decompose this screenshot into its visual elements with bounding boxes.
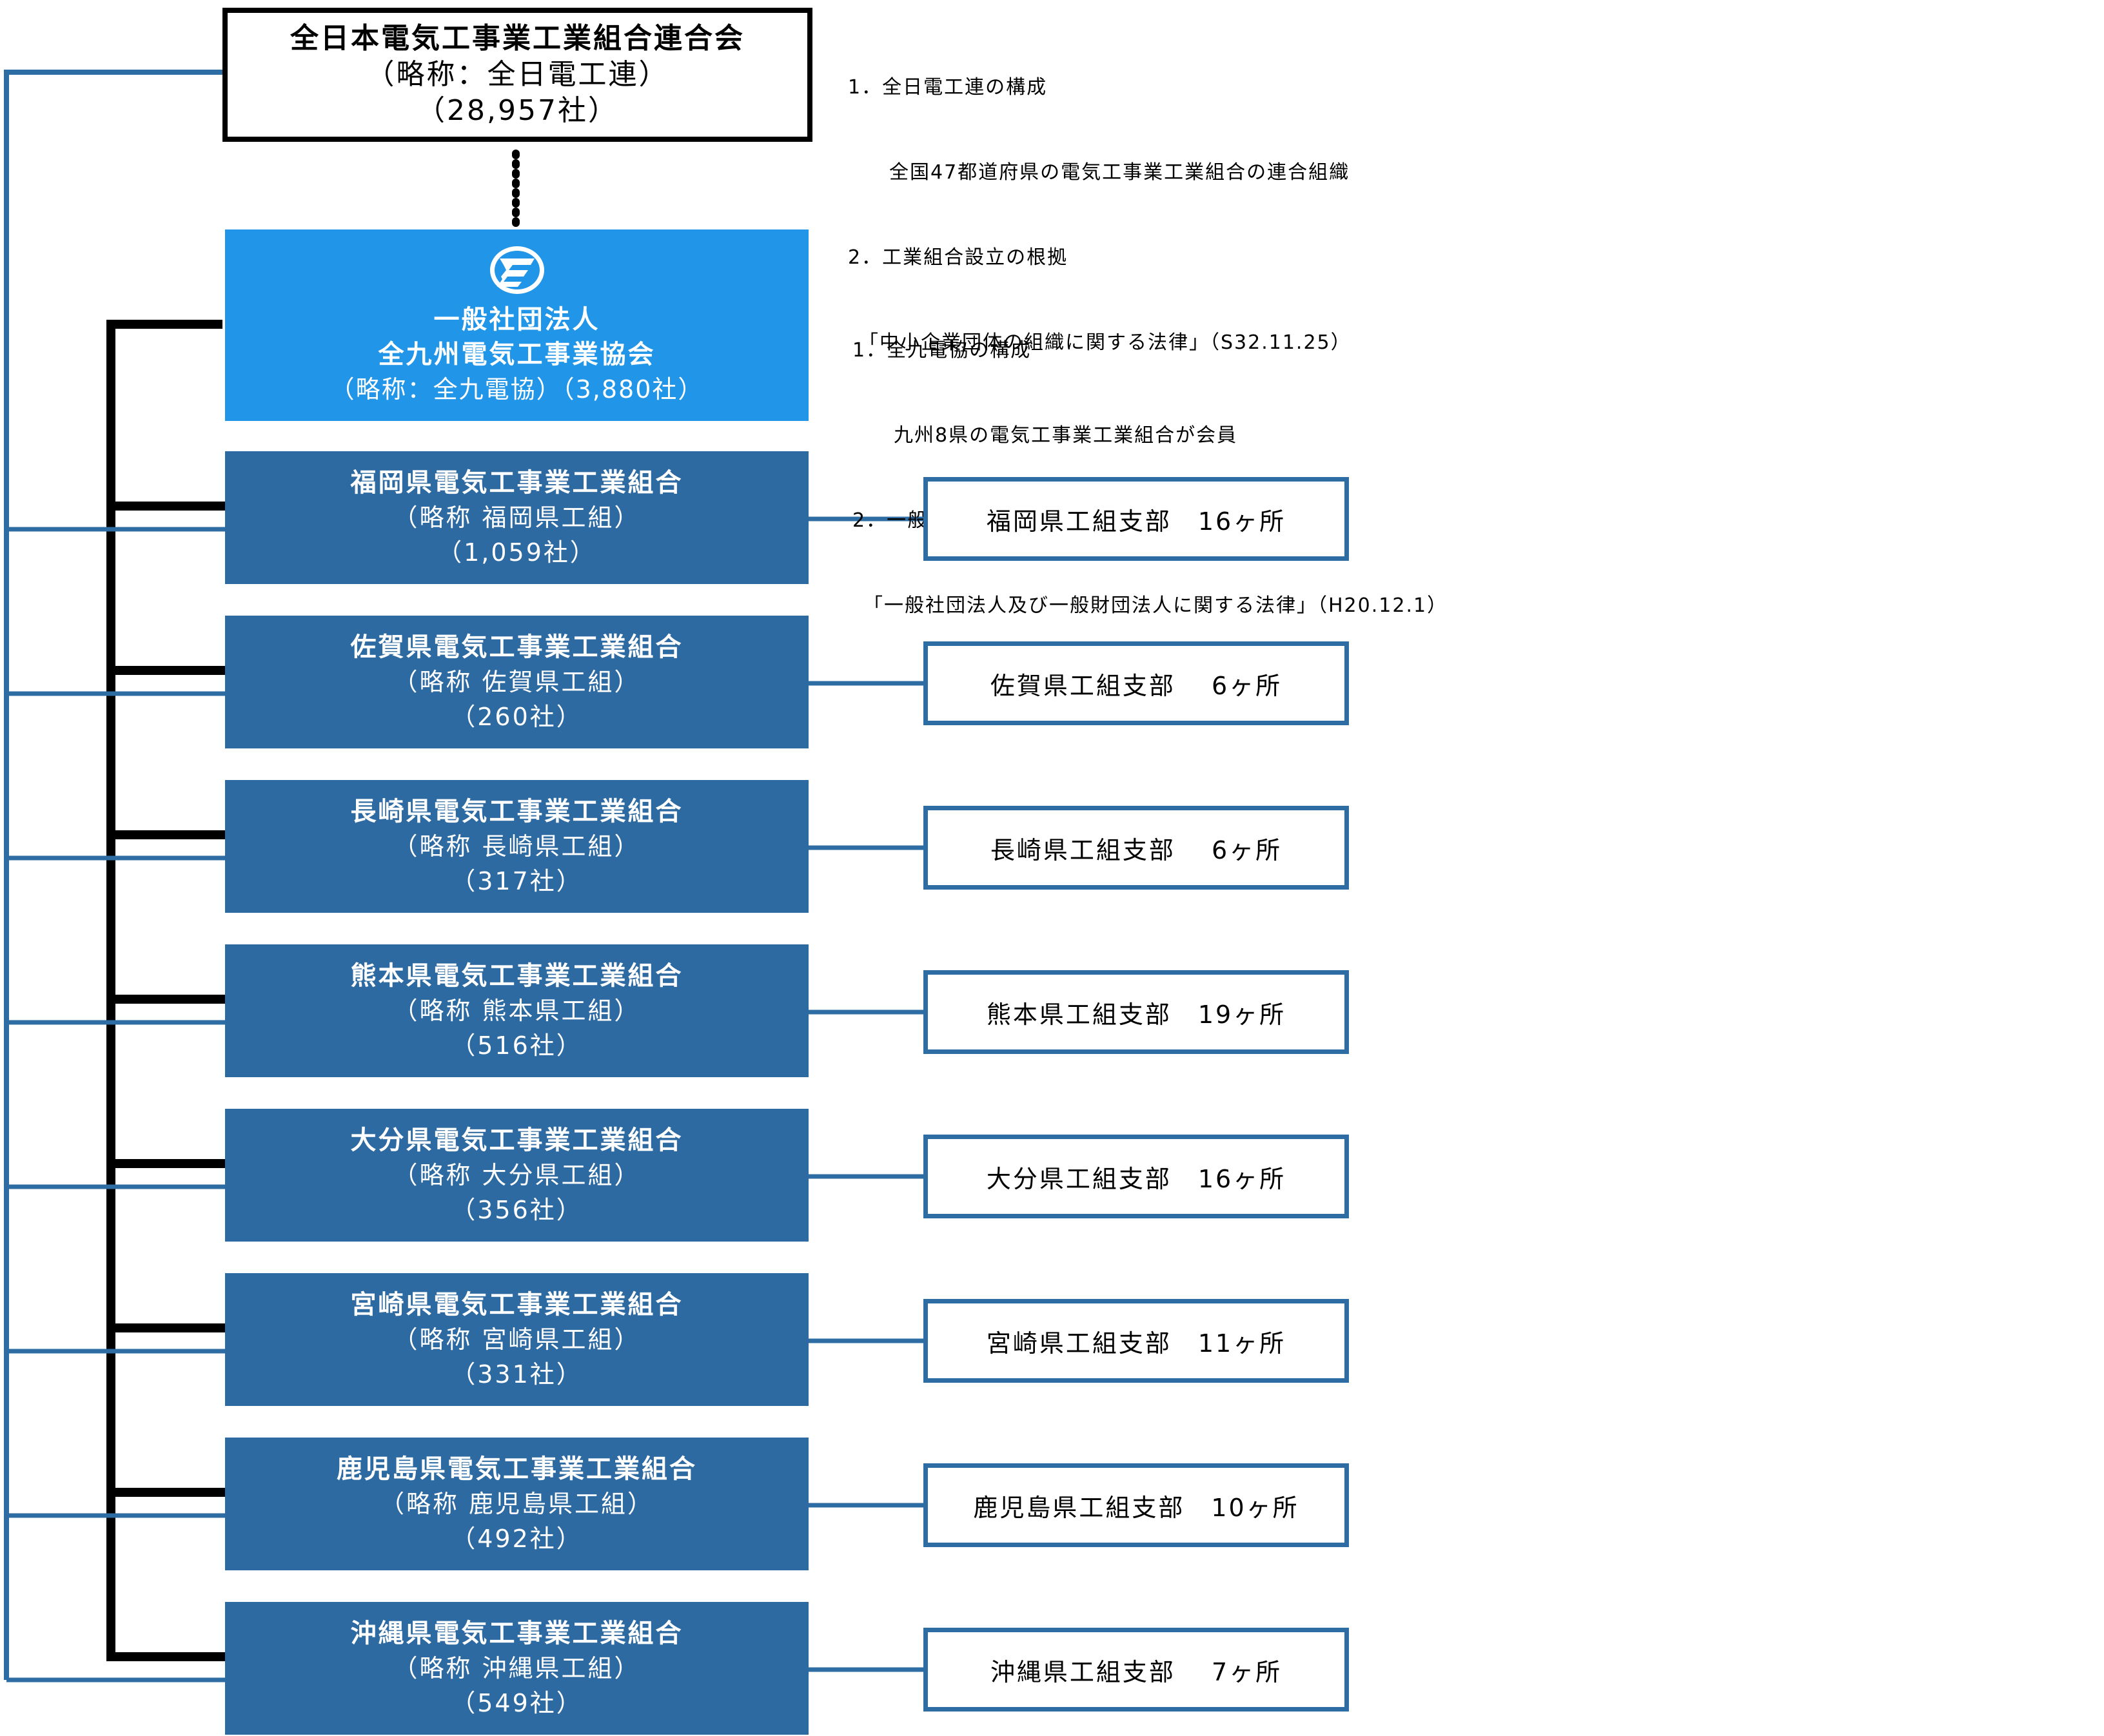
federation-note-line: 全国47都道府県の電気工事業工業組合の連合組織 [848,161,1350,184]
prefecture-box: 佐賀県電気工事業工業組合 （略称 佐賀県工組） （260社） [225,616,809,748]
branch-label: 沖縄県工組支部 7ヶ所 [990,1657,1283,1686]
prefecture-abbr: （略称 熊本県工組） [393,997,641,1025]
prefecture-count: （356社） [451,1196,583,1224]
prefecture-count: （260社） [451,703,583,731]
federation-box: 全日本電気工事業工業組合連合会 （略称：全日電工連） （28,957社） [222,8,812,142]
branch-box: 宮崎県工組支部 11ヶ所 [923,1299,1349,1383]
zenkyuden-logo-icon [488,244,546,298]
branch-label: 福岡県工組支部 16ヶ所 [986,507,1286,536]
prefecture-box: 福岡県電気工事業工業組合 （略称 福岡県工組） （1,059社） [225,451,809,584]
prefecture-name: 長崎県電気工事業工業組合 [350,797,683,826]
prefecture-box: 長崎県電気工事業工業組合 （略称 長崎県工組） （317社） [225,780,809,913]
prefecture-count: （492社） [451,1525,583,1553]
branch-box: 沖縄県工組支部 7ヶ所 [923,1628,1349,1712]
prefecture-box: 沖縄県電気工事業工業組合 （略称 沖縄県工組） （549社） [225,1602,809,1735]
prefecture-box: 宮崎県電気工事業工業組合 （略称 宮崎県工組） （331社） [225,1273,809,1406]
branch-label: 鹿児島県工組支部 10ヶ所 [973,1493,1299,1522]
prefecture-count: （516社） [451,1031,583,1060]
federation-count: （28,957社） [417,94,618,127]
branch-label: 佐賀県工組支部 6ヶ所 [990,671,1283,700]
branch-label: 宮崎県工組支部 11ヶ所 [986,1329,1286,1358]
prefecture-box: 大分県電気工事業工業組合 （略称 大分県工組） （356社） [225,1109,809,1242]
prefecture-name: 佐賀県電気工事業工業組合 [350,632,683,662]
prefecture-box: 熊本県電気工事業工業組合 （略称 熊本県工組） （516社） [225,944,809,1077]
branch-box: 長崎県工組支部 6ヶ所 [923,806,1349,890]
prefecture-name: 宮崎県電気工事業工業組合 [350,1290,683,1320]
prefecture-name: 福岡県電気工事業工業組合 [350,468,683,498]
branch-box: 大分県工組支部 16ヶ所 [923,1135,1349,1218]
federation-name: 全日本電気工事業工業組合連合会 [290,22,745,55]
kyushu-association-box: 一般社団法人 全九州電気工事業協会 （略称：全九電協）（3,880社） [225,229,809,421]
branch-box: 鹿児島県工組支部 10ヶ所 [923,1463,1349,1547]
federation-note-line: 「中小企業団体の組織に関する法律」（S32.11.25） [848,331,1352,354]
prefecture-abbr: （略称 福岡県工組） [393,503,641,532]
federation-note-line: 2．工業組合設立の根拠 [848,246,1068,269]
branch-label: 熊本県工組支部 19ヶ所 [986,1000,1286,1029]
kyushu-note-line: 「一般社団法人及び一般財団法人に関する法律」（H20.12.1） [852,594,1448,617]
prefecture-abbr: （略称 佐賀県工組） [393,668,641,696]
prefecture-count: （331社） [451,1360,583,1389]
prefecture-abbr: （略称 沖縄県工組） [393,1654,641,1682]
branch-box: 熊本県工組支部 19ヶ所 [923,970,1349,1054]
federation-notes: 1．全日電工連の構成 全国47都道府県の電気工事業工業組合の連合組織 2．工業組… [848,17,1352,385]
kyushu-notes: 1．全九電協の構成 九州8県の電気工事業工業組合が会員 2．一般社団法人設立の根… [852,280,1448,649]
branch-label: 長崎県工組支部 6ヶ所 [990,835,1283,864]
prefecture-box: 鹿児島県電気工事業工業組合 （略称 鹿児島県工組） （492社） [225,1438,809,1570]
prefecture-count: （317社） [451,867,583,895]
federation-abbr: （略称：全日電工連） [366,58,669,91]
prefecture-abbr: （略称 長崎県工組） [393,832,641,861]
prefecture-name: 大分県電気工事業工業組合 [350,1126,683,1155]
prefecture-name: 沖縄県電気工事業工業組合 [350,1619,683,1648]
kyushu-line3: （略称：全九電協）（3,880社） [329,375,704,404]
prefecture-abbr: （略称 大分県工組） [393,1161,641,1189]
kyushu-note-line: 1．全九電協の構成 [852,339,1032,362]
prefecture-count: （1,059社） [437,538,596,567]
prefecture-abbr: （略称 宮崎県工組） [393,1325,641,1354]
prefecture-abbr: （略称 鹿児島県工組） [379,1490,654,1518]
branch-box: 福岡県工組支部 16ヶ所 [923,477,1349,561]
federation-note-line: 1．全日電工連の構成 [848,76,1048,99]
branch-label: 大分県工組支部 16ヶ所 [986,1164,1286,1193]
kyushu-line1: 一般社団法人 [433,304,600,335]
prefecture-name: 鹿児島県電気工事業工業組合 [337,1454,697,1484]
kyushu-line2: 全九州電気工事業協会 [378,339,656,369]
kyushu-note-line: 九州8県の電気工事業工業組合が会員 [852,424,1238,447]
prefecture-name: 熊本県電気工事業工業組合 [350,961,683,991]
branch-box: 佐賀県工組支部 6ヶ所 [923,641,1349,725]
prefecture-count: （549社） [451,1689,583,1717]
